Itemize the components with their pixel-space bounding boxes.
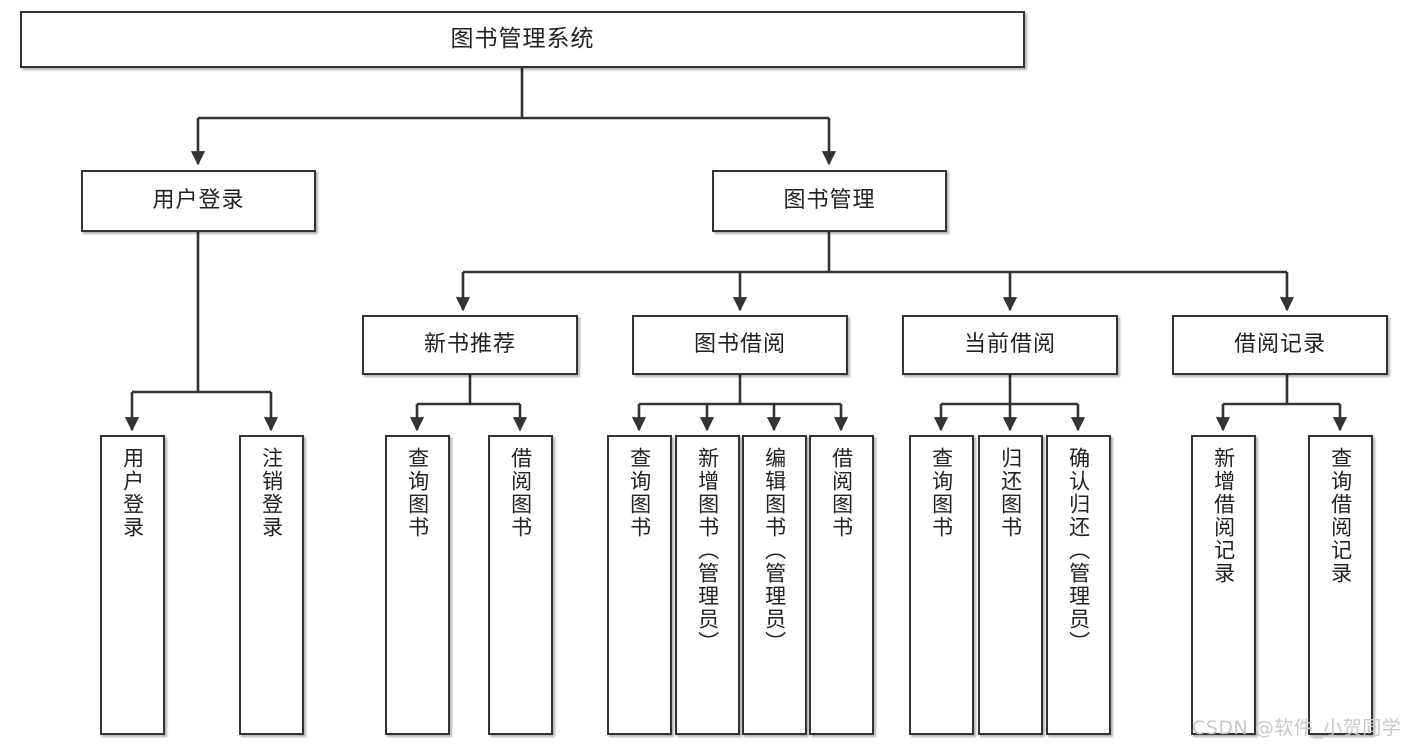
leaf-current-borrow-confirm-return-admin[interactable]: 确认归还（管理员） <box>1046 435 1111 735</box>
node-label: 图书借阅 <box>693 331 786 357</box>
node-label: 图书管理 <box>783 187 876 213</box>
leaf-current-borrow-query-book[interactable]: 查询图书 <box>909 435 974 735</box>
node-label: 查询图书 <box>405 447 430 539</box>
node-label: 查询图书 <box>929 447 954 539</box>
node-new-book-recommend[interactable]: 新书推荐 <box>362 315 578 375</box>
leaf-book-borrow-borrow-book[interactable]: 借阅图书 <box>809 435 874 735</box>
leaf-new-book-borrow-book[interactable]: 借阅图书 <box>488 435 553 735</box>
leaf-user-login-user-login[interactable]: 用户登录 <box>100 435 165 735</box>
node-label: 当前借阅 <box>963 331 1056 357</box>
leaf-borrow-record-query-record[interactable]: 查询借阅记录 <box>1308 435 1373 735</box>
node-label: 借阅图书 <box>508 447 533 539</box>
leaf-new-book-query-book[interactable]: 查询图书 <box>385 435 450 735</box>
node-label: 借阅记录 <box>1233 331 1326 357</box>
node-label: 新增借阅记录 <box>1211 447 1236 585</box>
node-root-book-management-system[interactable]: 图书管理系统 <box>20 11 1025 68</box>
watermark-text: CSDN @软件_小贺同学 <box>1192 717 1402 739</box>
node-book-management[interactable]: 图书管理 <box>712 170 947 232</box>
node-current-borrow[interactable]: 当前借阅 <box>902 315 1118 375</box>
node-label: 查询图书 <box>627 447 652 539</box>
node-user-login[interactable]: 用户登录 <box>81 170 316 232</box>
leaf-user-login-logout[interactable]: 注销登录 <box>239 435 304 735</box>
node-label: 归还图书 <box>998 447 1023 539</box>
node-label: 查询借阅记录 <box>1328 447 1353 585</box>
leaf-book-borrow-edit-book-admin[interactable]: 编辑图书（管理员） <box>742 435 807 735</box>
leaf-current-borrow-return-book[interactable]: 归还图书 <box>978 435 1043 735</box>
leaf-book-borrow-query-book[interactable]: 查询图书 <box>607 435 672 735</box>
node-label: 新书推荐 <box>423 331 516 357</box>
node-label: 注销登录 <box>259 447 284 539</box>
node-book-borrow[interactable]: 图书借阅 <box>632 315 848 375</box>
node-label: 借阅图书 <box>829 447 854 539</box>
node-label: 编辑图书（管理员） <box>762 447 787 654</box>
node-borrow-record[interactable]: 借阅记录 <box>1172 315 1388 375</box>
node-label: 用户登录 <box>120 447 145 539</box>
leaf-borrow-record-add-record[interactable]: 新增借阅记录 <box>1191 435 1256 735</box>
node-label: 新增图书（管理员） <box>695 447 720 654</box>
node-label: 用户登录 <box>152 187 245 213</box>
node-label: 确认归还（管理员） <box>1066 447 1091 654</box>
leaf-book-borrow-add-book-admin[interactable]: 新增图书（管理员） <box>675 435 740 735</box>
node-label: 图书管理系统 <box>450 25 595 52</box>
